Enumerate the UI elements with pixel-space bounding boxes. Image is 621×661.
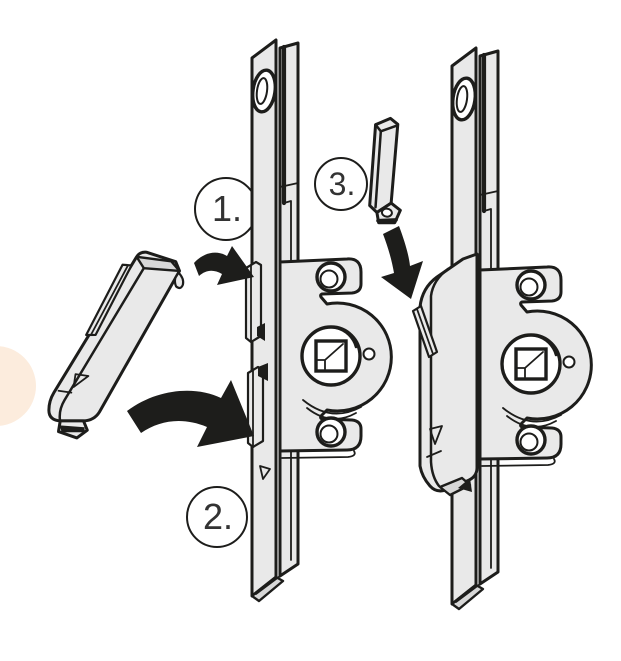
clip-hook-upper bbox=[257, 323, 265, 341]
fitted-cover bbox=[411, 252, 479, 497]
loose-cover-channel-line bbox=[90, 264, 129, 336]
step-1-label: 1. bbox=[212, 188, 242, 229]
arrow-right-icon bbox=[194, 246, 254, 285]
loose-cover-foot-edge bbox=[59, 425, 85, 433]
left-assembly-uncovered bbox=[244, 40, 391, 601]
fitted-clip-ridge-line bbox=[416, 308, 434, 355]
step-3-circle bbox=[314, 157, 368, 211]
arrow-swing-down-icon bbox=[127, 380, 254, 447]
step-3-badge: 3. bbox=[314, 157, 368, 211]
step-3-label: 3. bbox=[329, 166, 356, 202]
cover-triangle-marker bbox=[429, 425, 443, 445]
cover-dash-marker bbox=[426, 450, 442, 458]
clip-foot-edge bbox=[376, 218, 398, 223]
cover-foot-wedge bbox=[458, 478, 472, 492]
gearbox-cover-loose bbox=[47, 250, 185, 440]
step-1-badge: 1. bbox=[194, 177, 258, 241]
clip-foot-hole bbox=[380, 207, 393, 218]
arrow-down-icon bbox=[381, 226, 423, 299]
left-rail-gearbox bbox=[250, 40, 391, 601]
step-2-label: 2. bbox=[203, 496, 233, 537]
loose-cover-triangle-marker bbox=[72, 373, 90, 388]
step-2-badge: 2. bbox=[186, 486, 248, 548]
watermark-circle bbox=[0, 346, 36, 426]
step-2-circle bbox=[186, 486, 248, 548]
retaining-clip-loose bbox=[368, 116, 402, 225]
clip-hook-lower bbox=[258, 363, 268, 381]
loose-cover-top-face bbox=[135, 255, 181, 273]
loose-cover-crease bbox=[58, 266, 146, 421]
loose-cover-dash-marker bbox=[57, 389, 73, 394]
clip-crease bbox=[374, 123, 397, 209]
loose-cover-hook-tab bbox=[173, 271, 185, 290]
right-assembly-cover-fitted bbox=[411, 48, 591, 609]
